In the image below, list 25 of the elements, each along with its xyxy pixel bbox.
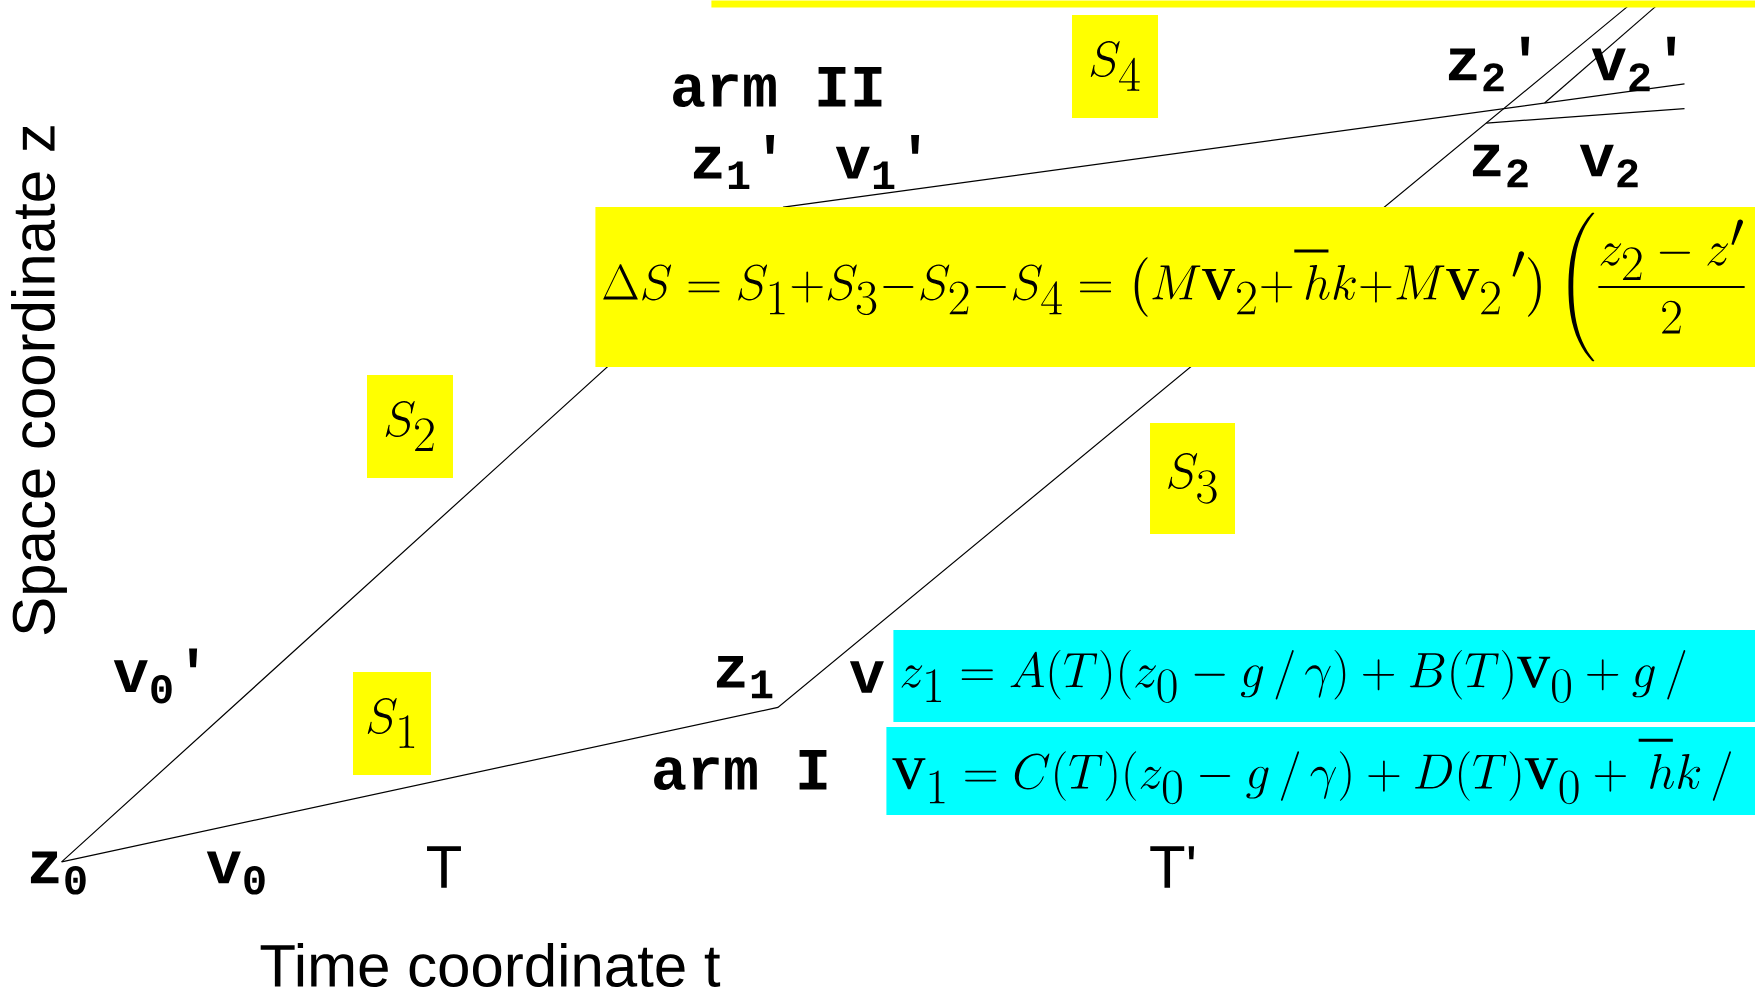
formula-box: $\text{v}_1 = C(T)(z_0 - g\,/\,\gamma) + D(T)\text{v}_0 + \hbar k\,/$	[886, 727, 1755, 815]
variable-label: z$_{1}$'	[693, 134, 775, 190]
variable-label: z$_{2}$'	[1448, 36, 1530, 92]
variable-label: arm I	[654, 749, 827, 791]
variable-label: v$_{0}$'	[113, 648, 198, 704]
variable-label: v	[849, 661, 884, 693]
variable-label: v$_{0}$	[206, 851, 265, 895]
formula-box: $z_1 = A(T)(z_0 - g\,/\,\gamma) + B(T)\text{v}_0 + g\,/$	[893, 630, 1755, 722]
time-label: T	[427, 846, 461, 888]
time-label: T'	[1150, 846, 1195, 888]
variable-label: z$_{1}$	[716, 655, 773, 699]
variable-label: z$_{2}$	[1472, 144, 1528, 188]
formula-box: $\Delta S = S_1 + S_3 - S_2 - S_4 = \big(M\text{v}_2 + \hbar k + M\text{v}_2\,'\big)\left(\frac{z_2 - z'}{2}\right.$	[595, 207, 1755, 367]
area-label-box: $S_3$	[1150, 423, 1235, 534]
variable-label: v$_{1}$'	[835, 134, 920, 190]
variable-label: v$_{2}$	[1579, 144, 1638, 188]
time-label: Time coordinate t	[260, 943, 721, 988]
highlight-band	[711, 0, 1755, 8]
variable-label: v$_{2}$'	[1591, 36, 1676, 92]
area-label-box: $S_2$	[367, 375, 453, 478]
variable-label: z$_{0}$	[30, 851, 86, 895]
variable-label: arm II	[673, 66, 882, 108]
axis-title: Space coordinate z	[11, 126, 67, 635]
area-label-box: $S_4$	[1072, 15, 1158, 118]
area-label-box: $S_1$	[353, 672, 431, 775]
